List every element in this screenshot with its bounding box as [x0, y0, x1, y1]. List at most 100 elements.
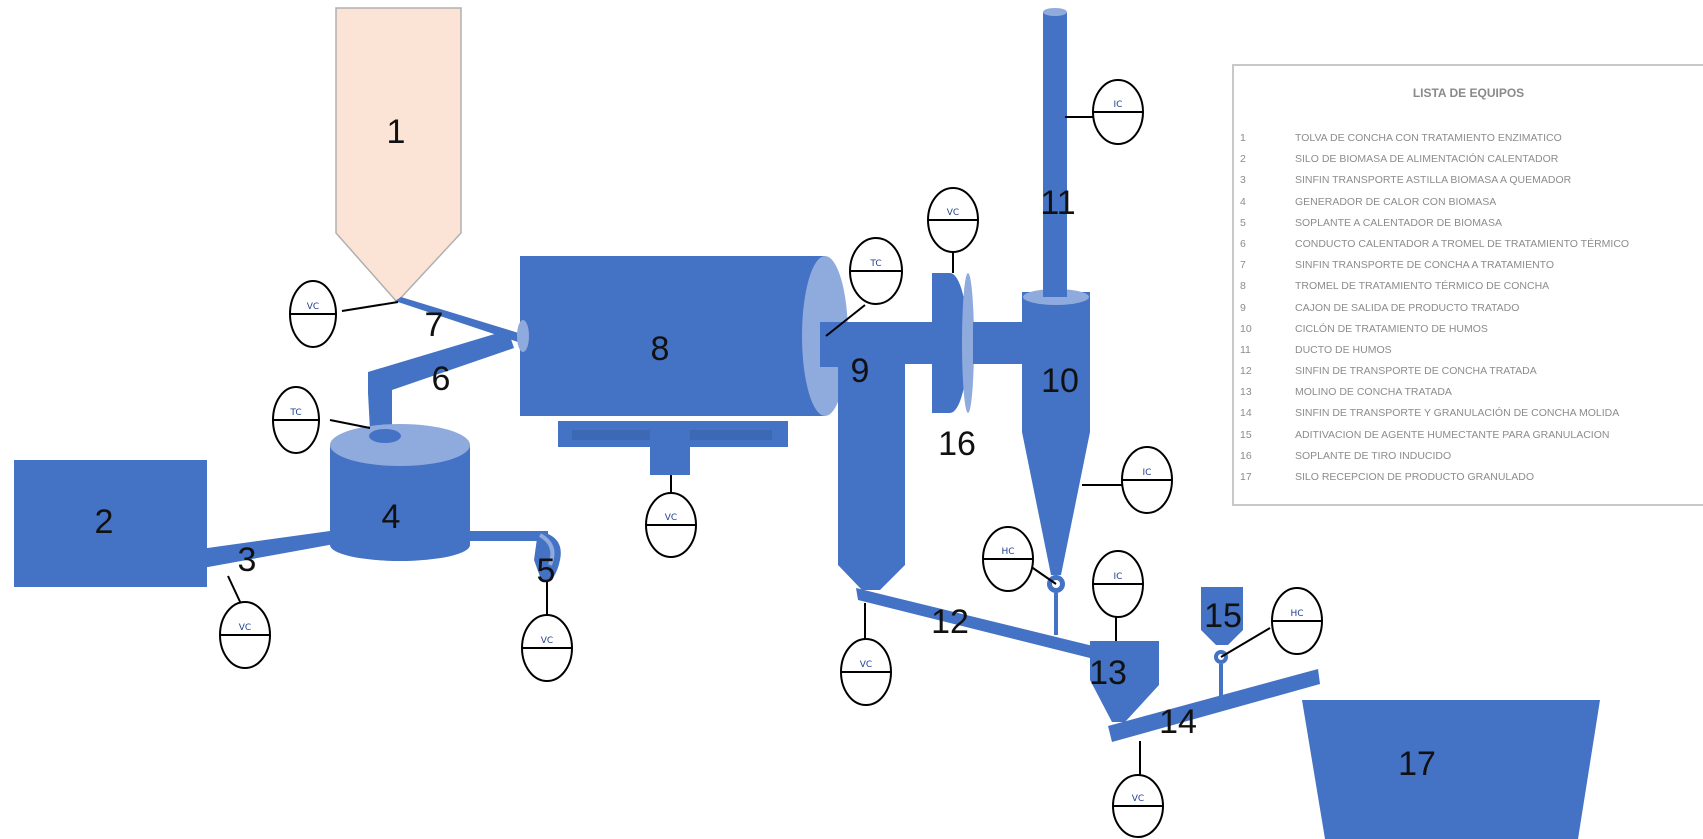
- legend-item-text: SINFIN DE TRANSPORTE Y GRANULACIÓN DE CO…: [1295, 407, 1620, 420]
- svg-text:VC: VC: [1132, 794, 1144, 804]
- legend-item-number: 11: [1240, 343, 1251, 356]
- label-16: 16: [938, 425, 976, 463]
- legend-item-text: TROMEL DE TRATAMIENTO TÉRMICO DE CONCHA: [1295, 280, 1550, 293]
- legend-item-number: 9: [1240, 301, 1246, 314]
- equipment-6-duct: [368, 330, 514, 430]
- legend-item: 14 SINFIN DE TRANSPORTE Y GRANULACIÓN DE …: [1240, 403, 1629, 424]
- legend-item-text: DUCTO DE HUMOS: [1295, 343, 1392, 356]
- label-4: 4: [382, 498, 401, 536]
- legend-item-number: 14: [1240, 407, 1252, 420]
- equipment-14-granulation-screw: [1108, 669, 1320, 742]
- label-7: 7: [425, 306, 444, 344]
- legend-item-number: 8: [1240, 280, 1246, 293]
- svg-text:IC: IC: [1143, 468, 1152, 478]
- equipment-1-hopper: [335, 7, 462, 304]
- legend-item: 10 CICLÓN DE TRATAMIENTO DE HUMOS: [1240, 319, 1629, 340]
- legend-item-text: CAJON DE SALIDA DE PRODUCTO TRATADO: [1295, 301, 1520, 314]
- instrument-hc-aditivacion: HC: [1271, 587, 1323, 655]
- legend-list: 1 TOLVA DE CONCHA CON TRATAMIENTO ENZIMAT…: [1240, 128, 1629, 488]
- label-10: 10: [1041, 362, 1079, 400]
- instrument-hc-ciclon: HC: [982, 526, 1034, 592]
- legend-item: 13 MOLINO DE CONCHA TRATADA: [1240, 382, 1629, 403]
- legend-item-text: ADITIVACION DE AGENTE HUMECTANTE PARA GR…: [1295, 428, 1610, 441]
- label-9: 9: [851, 352, 870, 390]
- instrument-ic-ciclon: IC: [1121, 446, 1173, 514]
- equipment-3-biomass-screw: [186, 531, 340, 571]
- instrument-vc-soplante-16: VC: [927, 187, 979, 253]
- legend-item-number: 10: [1240, 322, 1252, 335]
- instrument-vc-soplante-5: VC: [521, 614, 573, 682]
- equipment-12-screw-conveyor: [856, 588, 1093, 658]
- equipment-11-flue-duct: [1043, 8, 1067, 297]
- svg-text:VC: VC: [541, 636, 553, 646]
- svg-text:VC: VC: [947, 208, 959, 218]
- equipment-16-fan: [932, 273, 1033, 413]
- svg-text:VC: VC: [860, 660, 872, 670]
- equipment-8-tromel: [517, 256, 848, 475]
- legend-item-text: TOLVA DE CONCHA CON TRATAMIENTO ENZIMATI…: [1295, 132, 1562, 144]
- legend-item: 11 DUCTO DE HUMOS: [1240, 340, 1629, 361]
- equipment-9-discharge-box: [820, 322, 905, 590]
- legend-item: 1 TOLVA DE CONCHA CON TRATAMIENTO ENZIMAT…: [1240, 128, 1629, 149]
- legend-item-text: GENERADOR DE CALOR CON BIOMASA: [1295, 195, 1497, 208]
- instrument-vc-sinfin-12: VC: [840, 638, 892, 706]
- legend-item-text: CICLÓN DE TRATAMIENTO DE HUMOS: [1295, 322, 1488, 335]
- svg-text:HC: HC: [1290, 609, 1303, 619]
- label-11: 11: [1040, 184, 1075, 222]
- label-12: 12: [931, 603, 969, 641]
- legend-item-number: 5: [1240, 216, 1246, 229]
- legend-item-number: 1: [1240, 132, 1246, 144]
- legend-item-number: 13: [1240, 386, 1252, 399]
- legend-item-text: SOPLANTE DE TIRO INDUCIDO: [1295, 449, 1452, 462]
- instrument-tc-tromel: TC: [849, 237, 903, 305]
- legend-item: 5 SOPLANTE A CALENTADOR DE BIOMASA: [1240, 213, 1629, 234]
- svg-text:IC: IC: [1114, 572, 1123, 582]
- legend-title: LISTA DE EQUIPOS: [1412, 86, 1525, 100]
- legend-item: 4 GENERADOR DE CALOR CON BIOMASA: [1240, 192, 1629, 213]
- instrument-vc-tolva: VC: [289, 280, 337, 348]
- legend-item: 7 SINFIN TRANSPORTE DE CONCHA A TRATAMIEN…: [1240, 255, 1629, 276]
- equipment-2-biomass-silo: [14, 460, 207, 587]
- label-15: 15: [1204, 597, 1242, 635]
- equipment-10-cyclone: [1022, 289, 1090, 635]
- svg-text:HC: HC: [1001, 547, 1014, 557]
- svg-text:VC: VC: [665, 513, 677, 523]
- legend-item-text: SINFIN TRANSPORTE DE CONCHA A TRATAMIENT…: [1295, 259, 1555, 272]
- legend-item-number: 7: [1240, 259, 1246, 272]
- instrument-ic-molino: IC: [1092, 550, 1144, 618]
- equipment-4-heat-generator: [330, 424, 470, 561]
- legend-item: 12 SINFIN DE TRANSPORTE DE CONCHA TRATADA: [1240, 361, 1629, 382]
- legend-item-number: 16: [1240, 449, 1252, 462]
- svg-text:VC: VC: [239, 623, 251, 633]
- instrument-vc-sinfin-3: VC: [219, 601, 271, 669]
- instrument-tc-generador: TC: [272, 386, 320, 454]
- label-5: 5: [537, 552, 556, 590]
- legend-item-text: SINFIN TRANSPORTE ASTILLA BIOMASA A QUEM…: [1295, 174, 1572, 187]
- legend-item-text: SILO DE BIOMASA DE ALIMENTACIÓN CALENTAD…: [1295, 153, 1559, 166]
- legend-item-number: 4: [1240, 195, 1246, 208]
- label-2: 2: [95, 503, 114, 541]
- equipment-17-product-silo: [1302, 700, 1600, 839]
- legend-item-number: 2: [1240, 153, 1246, 166]
- equipment-5-blower: [468, 531, 561, 583]
- svg-text:VC: VC: [307, 302, 319, 312]
- label-17: 17: [1398, 745, 1436, 783]
- svg-text:TC: TC: [869, 259, 881, 269]
- instrument-ic-ducto: IC: [1092, 79, 1144, 145]
- legend-item-text: SINFIN DE TRANSPORTE DE CONCHA TRATADA: [1295, 365, 1537, 378]
- legend-item-number: 12: [1240, 365, 1252, 378]
- legend-item: 16 SOPLANTE DE TIRO INDUCIDO: [1240, 446, 1629, 467]
- legend-item: 9 CAJON DE SALIDA DE PRODUCTO TRATADO: [1240, 298, 1629, 319]
- instrument-vc-tromel: VC: [645, 492, 697, 558]
- label-1: 1: [387, 113, 406, 151]
- instrument-vc-sinfin-14: VC: [1112, 774, 1164, 838]
- legend-item-number: 6: [1240, 237, 1246, 250]
- legend-item-text: MOLINO DE CONCHA TRATADA: [1295, 386, 1452, 399]
- legend-item: 8 TROMEL DE TRATAMIENTO TÉRMICO DE CONCHA: [1240, 276, 1629, 297]
- legend-item-text: SOPLANTE A CALENTADOR DE BIOMASA: [1295, 216, 1502, 229]
- legend-item-number: 17: [1240, 471, 1252, 483]
